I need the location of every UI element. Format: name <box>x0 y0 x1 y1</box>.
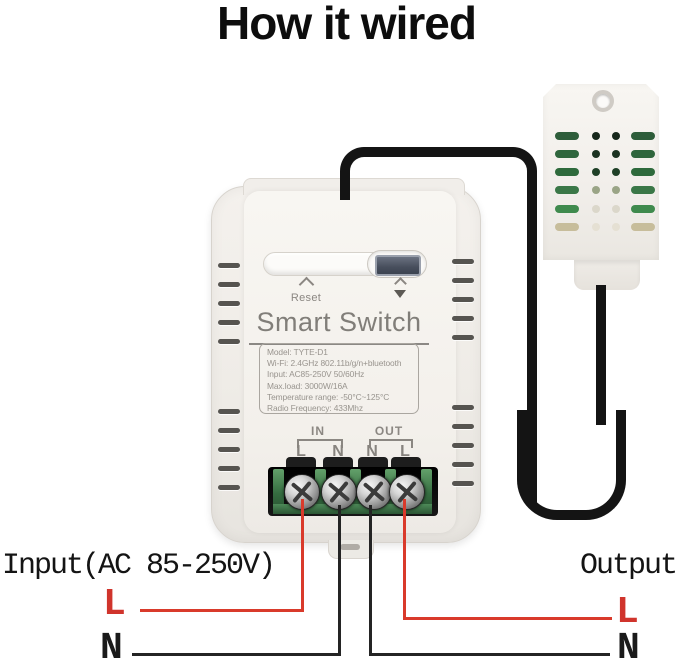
vent-slot <box>452 278 474 283</box>
reset-label: Reset <box>290 292 322 304</box>
vent-slot <box>452 443 474 448</box>
vent-slot <box>218 428 240 433</box>
triangle-down-icon <box>394 290 406 298</box>
vent-slot <box>218 320 240 325</box>
vent-slot <box>452 335 474 340</box>
terminal-group-out-label: OUT <box>374 424 404 438</box>
terminal-group-in-label: IN <box>311 424 325 438</box>
spec-box: Model: TYTE-D1 Wi-Fi: 2.4GHz 802.11b/g/n… <box>259 343 419 414</box>
wire-input-live <box>140 499 304 612</box>
sensor-vent-row <box>543 150 659 158</box>
spec-line-maxload: Max.load: 3000W/16A <box>267 380 348 391</box>
pin-label-in-n: N <box>332 443 344 460</box>
vent-slot <box>452 481 474 486</box>
spec-line-model: Model: TYTE-D1 <box>267 347 328 357</box>
vent-slot <box>452 259 474 264</box>
wire-output-neutral <box>369 505 610 656</box>
vent-slot <box>218 485 240 490</box>
sensor-vent-row <box>543 205 659 213</box>
vent-slot <box>218 263 240 268</box>
sensor-cable-segment <box>517 410 626 520</box>
vent-slot <box>218 339 240 344</box>
pin-label-in-l: L <box>296 443 306 460</box>
mounting-hole-icon <box>592 90 614 112</box>
sensor-vent-row <box>543 186 659 194</box>
mounting-slot <box>340 544 360 550</box>
sensor-cable-segment <box>596 285 606 425</box>
vent-slot <box>218 301 240 306</box>
terminal-divider <box>273 469 284 514</box>
sensor-vent-row <box>543 168 659 176</box>
vent-slot <box>218 409 240 414</box>
spec-line-temprange: Temperature range: -50°C~125°C <box>267 391 390 402</box>
vent-slot <box>452 297 474 302</box>
output-title: Output <box>580 549 678 583</box>
output-live-label: L <box>616 591 639 634</box>
screw-terminal-in-l <box>284 474 320 510</box>
terminal-bracket-in <box>297 439 343 448</box>
smart-switch-device: Reset Smart Switch Model: TYTE-D1 Wi-Fi:… <box>211 178 481 559</box>
sensor-cable-segment <box>375 147 537 503</box>
pin-label-out-l: L <box>400 443 410 460</box>
spec-line-radiofreq: Radio Frequency: 433Mhz <box>267 403 363 414</box>
input-title: Input(AC 85-250V) <box>2 549 276 583</box>
spec-line-input: Input: AC85-250V 50/60Hz <box>267 369 365 380</box>
spec-line-wifi: Wi-Fi: 2.4GHz 802.11b/g/n+bluetooth <box>267 358 402 369</box>
vent-slot <box>452 405 474 410</box>
input-live-label: L <box>103 583 126 626</box>
pairing-indicator <box>388 277 412 298</box>
wire-output-live <box>403 499 612 620</box>
temperature-humidity-sensor <box>543 84 659 314</box>
sensor-vent-row <box>543 132 659 140</box>
vent-slot <box>452 424 474 429</box>
chevron-up-icon <box>298 276 314 293</box>
vent-slot <box>218 447 240 452</box>
terminal-divider <box>421 469 432 514</box>
power-button <box>375 255 421 276</box>
sensor-cable-boot <box>574 260 640 290</box>
page-title: How it wired <box>217 0 477 49</box>
pin-label-out-n: N <box>366 443 378 460</box>
vent-slot <box>218 466 240 471</box>
input-neutral-label: N <box>100 627 123 666</box>
reset-indicator: Reset <box>278 276 334 304</box>
terminal-strip <box>273 504 432 514</box>
vent-slot <box>452 316 474 321</box>
sensor-cable-segment <box>340 147 396 200</box>
terminal-bracket-out <box>369 439 413 448</box>
vent-slot <box>452 462 474 467</box>
output-neutral-label: N <box>617 627 640 666</box>
vent-slot <box>218 282 240 287</box>
wire-input-neutral <box>132 505 341 656</box>
brand-name: Smart Switch <box>249 307 429 345</box>
sensor-vent-row <box>543 223 659 231</box>
